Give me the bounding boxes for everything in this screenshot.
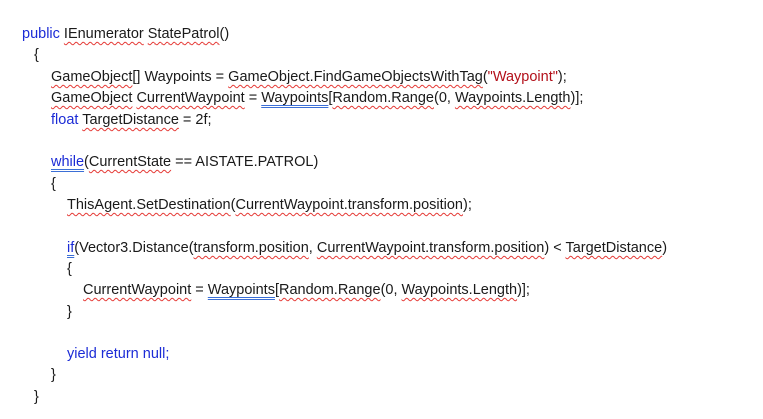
code-line: { [34, 45, 39, 65]
code-token: TargetDistance [82, 112, 179, 128]
code-line: { [51, 174, 56, 194]
code-token: "Waypoint" [487, 69, 558, 85]
code-line: GameObject[] Waypoints = GameObject.Find… [51, 67, 567, 87]
code-token: while [51, 154, 85, 170]
code-token: ( [482, 69, 488, 85]
code-token: = [244, 90, 262, 106]
code-line: ThisAgent.SetDestination(CurrentWaypoint… [67, 195, 472, 215]
code-line: if(Vector3.Distance(transform.position, … [67, 238, 667, 258]
code-token: Waypoints.Length [401, 282, 518, 298]
code-line: float TargetDistance = 2f; [51, 110, 212, 130]
code-token: = 2f; [178, 112, 212, 128]
code-token: Random.Range [332, 90, 434, 106]
code-token: transform.position [193, 240, 309, 256]
code-line: CurrentWaypoint = Waypoints[Random.Range… [83, 280, 530, 300]
code-token: CurrentWaypoint.transform.position [316, 240, 545, 256]
code-line: } [67, 302, 72, 322]
code-token: = [191, 282, 208, 298]
code-token: , [308, 240, 317, 256]
code-token: ) < [544, 240, 566, 256]
code-token: == AISTATE.PATROL) [171, 154, 319, 170]
code-token: if [67, 240, 75, 256]
code-token: GameObject [51, 90, 133, 106]
code-token: Waypoints.Length [454, 90, 571, 106]
code-token: (0, [434, 90, 455, 106]
code-token: CurrentWaypoint.transform.position [235, 197, 463, 213]
code-token: ) [662, 240, 668, 256]
code-line: public IEnumerator StatePatrol() [22, 24, 229, 44]
code-token: StatePatrol [147, 26, 220, 42]
code-line: } [34, 387, 39, 407]
code-token: )]; [570, 90, 584, 106]
code-token: ( [230, 197, 236, 213]
code-token: float [51, 112, 83, 128]
code-token: IEnumerator [63, 26, 144, 42]
code-token: CurrentWaypoint [83, 282, 192, 298]
code-token: } [67, 304, 72, 320]
code-token: CurrentWaypoint [136, 90, 245, 106]
code-token: yield return null; [67, 346, 170, 362]
code-token: CurrentState [88, 154, 172, 170]
code-token: ThisAgent.SetDestination [67, 197, 231, 213]
code-line: while(CurrentState == AISTATE.PATROL) [51, 152, 318, 172]
code-line: GameObject CurrentWaypoint = Waypoints[R… [51, 88, 583, 108]
code-token: [ [274, 282, 279, 298]
code-token: [ [328, 90, 333, 106]
code-token: public [22, 26, 64, 42]
code-token: [] Waypoints = [132, 69, 229, 85]
code-line: } [51, 365, 56, 385]
code-token: GameObject.FindGameObjectsWithTag [228, 69, 483, 85]
code-token: } [51, 367, 56, 383]
code-token: (Vector3.Distance( [74, 240, 194, 256]
code-token: () [219, 26, 230, 42]
code-token: GameObject [51, 69, 133, 85]
code-token: (0, [380, 282, 402, 298]
code-token: ); [463, 197, 472, 213]
code-token: { [67, 261, 72, 277]
code-token: ( [84, 154, 89, 170]
code-token: } [34, 389, 39, 405]
code-line: { [67, 259, 72, 279]
code-line: yield return null; [67, 344, 169, 364]
code-token: { [51, 176, 56, 192]
code-token: TargetDistance [565, 240, 663, 256]
code-token: Waypoints [207, 282, 275, 298]
code-token: )]; [517, 282, 530, 298]
code-token: ); [557, 69, 567, 85]
code-token: Random.Range [278, 282, 381, 298]
code-token: Waypoints [261, 90, 329, 106]
code-token: { [34, 47, 39, 63]
